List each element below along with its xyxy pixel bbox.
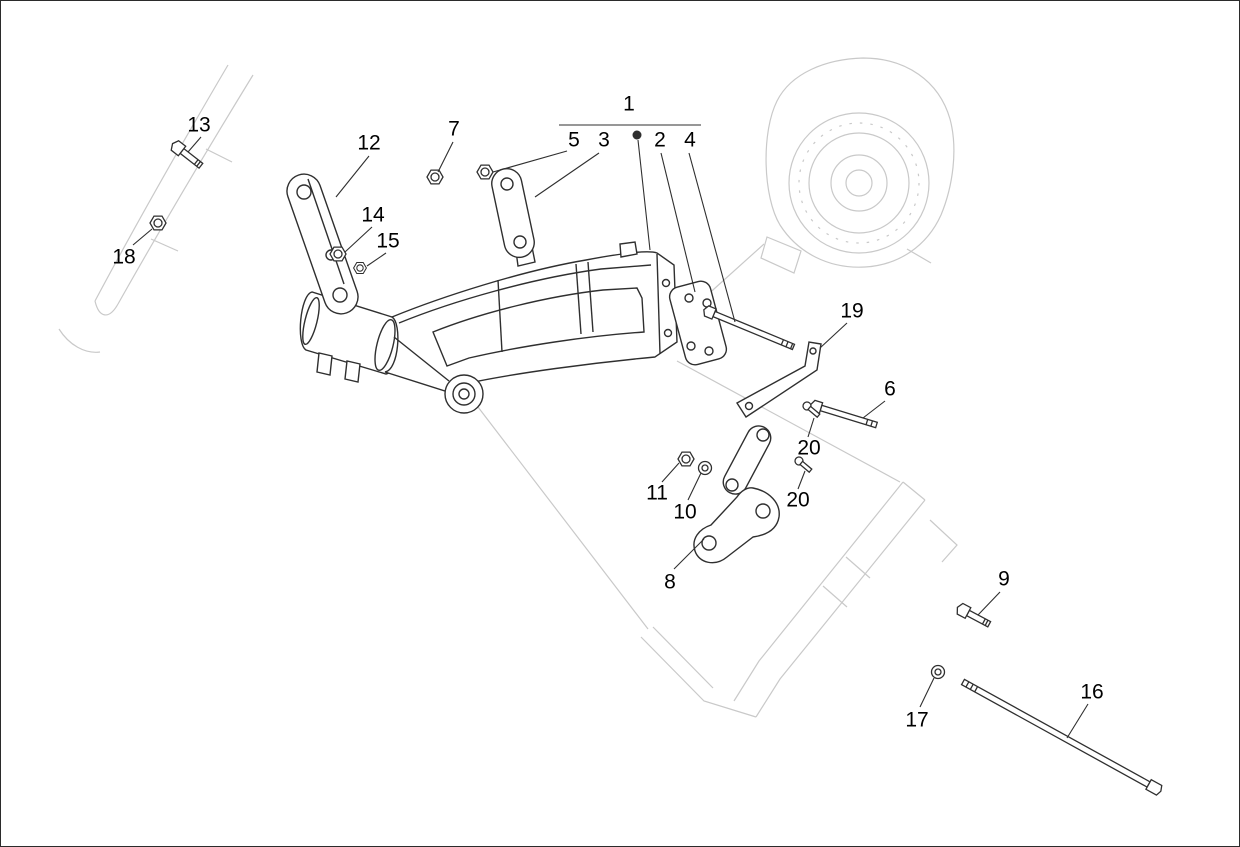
bolt-13 — [170, 139, 204, 170]
nut-14 — [329, 246, 347, 262]
group-dot-item-1 — [632, 130, 642, 140]
bracket-19 — [736, 341, 822, 418]
screw-20b — [794, 456, 813, 474]
frame-silhouette-right — [640, 481, 958, 718]
bracket-3 — [491, 167, 535, 259]
plate-12 — [286, 173, 359, 315]
swingarm — [299, 241, 678, 414]
washer-10 — [698, 461, 712, 475]
plate-2 — [668, 280, 728, 366]
connecting-link-10 — [722, 425, 772, 495]
nut-7 — [426, 169, 444, 185]
washer-17 — [931, 665, 945, 679]
screw-20a — [802, 401, 821, 419]
bolt-9 — [956, 602, 992, 628]
nut-5 — [476, 164, 494, 180]
alignment-guides — [477, 243, 901, 630]
nut-18 — [149, 215, 167, 231]
support-bracket-8 — [693, 487, 780, 564]
frame-silhouette-left — [58, 64, 254, 353]
leader-lines — [132, 124, 1089, 739]
nut-15 — [353, 262, 367, 274]
engine-silhouette — [760, 57, 955, 274]
hardware-layer — [149, 139, 1163, 796]
nut-11 — [677, 451, 695, 467]
bolt-16 — [960, 678, 1163, 796]
bolt-4 — [703, 305, 796, 351]
